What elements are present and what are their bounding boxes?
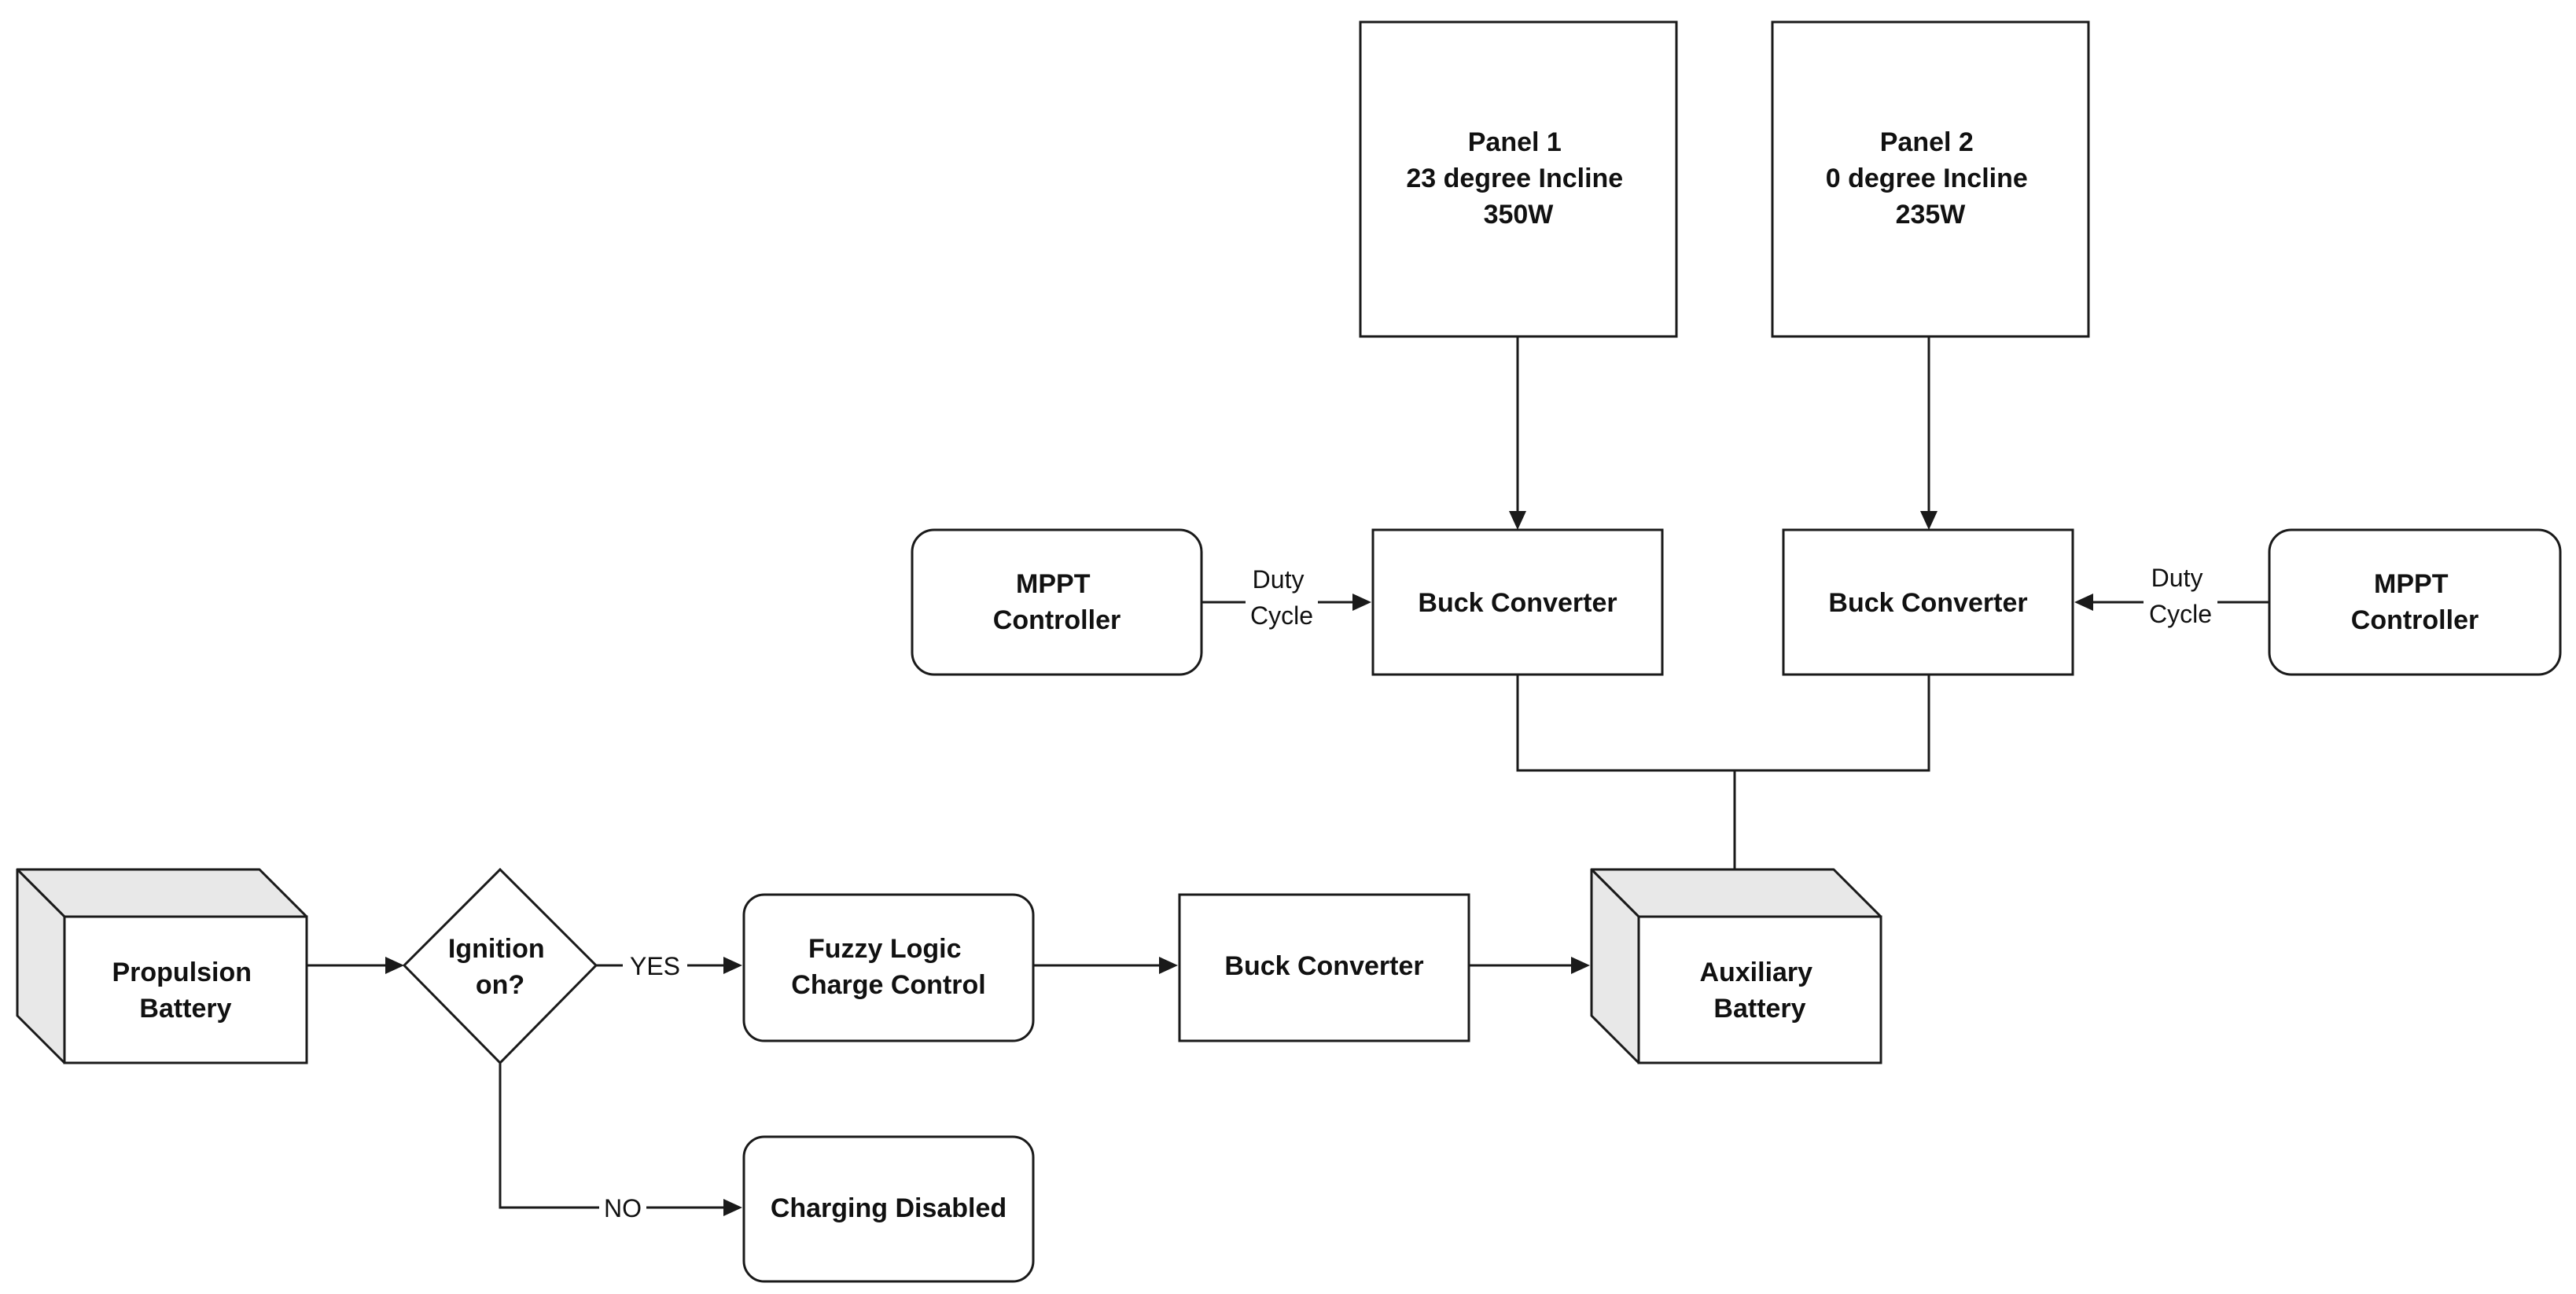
arrowhead xyxy=(385,957,404,974)
auxiliary-battery-label: Auxiliary Battery xyxy=(1699,958,1820,1024)
edge-ignition-no xyxy=(499,1063,725,1209)
arrowhead xyxy=(1920,511,1938,530)
mppt-controller-right-label: MPPT Controller xyxy=(2351,569,2478,635)
buck-converter-bottom-label: Buck Converter xyxy=(1224,951,1423,981)
charging-disabled-label: Charging Disabled xyxy=(771,1193,1006,1223)
arrowhead xyxy=(1509,511,1526,530)
arrowhead xyxy=(723,957,742,974)
charging-disabled-node: Charging Disabled xyxy=(742,1135,1035,1283)
buck-converter-right-label: Buck Converter xyxy=(1828,588,2027,618)
panel-2-node: Panel 2 0 degree Incline 235W xyxy=(1771,20,2090,338)
buck-converter-left-node: Buck Converter xyxy=(1371,528,1664,676)
ignition-decision-label: Ignition on? xyxy=(448,934,552,1000)
propulsion-battery-label: Propulsion Battery xyxy=(112,958,259,1024)
auxiliary-battery-node: Auxiliary Battery xyxy=(1590,868,1882,1064)
buck-converter-bottom-node: Buck Converter xyxy=(1178,893,1470,1042)
edge-label-duty-cycle-left: Duty Cycle xyxy=(1250,565,1313,630)
edge-bucks-merge xyxy=(1516,675,1930,772)
edge-label-yes: YES xyxy=(630,952,680,980)
arrowhead xyxy=(723,1199,742,1216)
connectors xyxy=(307,336,2269,1216)
panel-1-label: Panel 1 23 degree Incline 350W xyxy=(1406,127,1630,230)
arrowhead xyxy=(1159,957,1178,974)
panel-2-label: Panel 2 0 degree Incline 235W xyxy=(1826,127,2035,230)
buck-converter-right-node: Buck Converter xyxy=(1782,528,2074,676)
buck-converter-left-label: Buck Converter xyxy=(1418,588,1617,618)
arrowhead xyxy=(1571,957,1590,974)
fuzzy-logic-charge-control-label: Fuzzy Logic Charge Control xyxy=(791,934,985,1000)
edge-label-duty-cycle-right: Duty Cycle xyxy=(2149,564,2212,628)
arrowhead xyxy=(1352,594,1371,611)
edge-labels: Duty Cycle Duty Cycle YES NO xyxy=(599,558,2217,1223)
ignition-decision-node: Ignition on? xyxy=(402,867,598,1065)
edge-label-no: NO xyxy=(604,1194,642,1222)
fuzzy-logic-charge-control-node: Fuzzy Logic Charge Control xyxy=(742,893,1035,1042)
panel-1-node: Panel 1 23 degree Incline 350W xyxy=(1359,20,1678,338)
mppt-controller-right-node: MPPT Controller xyxy=(2268,528,2562,676)
mppt-controller-left-node: MPPT Controller xyxy=(911,528,1203,676)
arrowhead xyxy=(2074,594,2093,611)
propulsion-battery-node: Propulsion Battery xyxy=(16,868,308,1064)
mppt-controller-left-label: MPPT Controller xyxy=(993,569,1121,635)
